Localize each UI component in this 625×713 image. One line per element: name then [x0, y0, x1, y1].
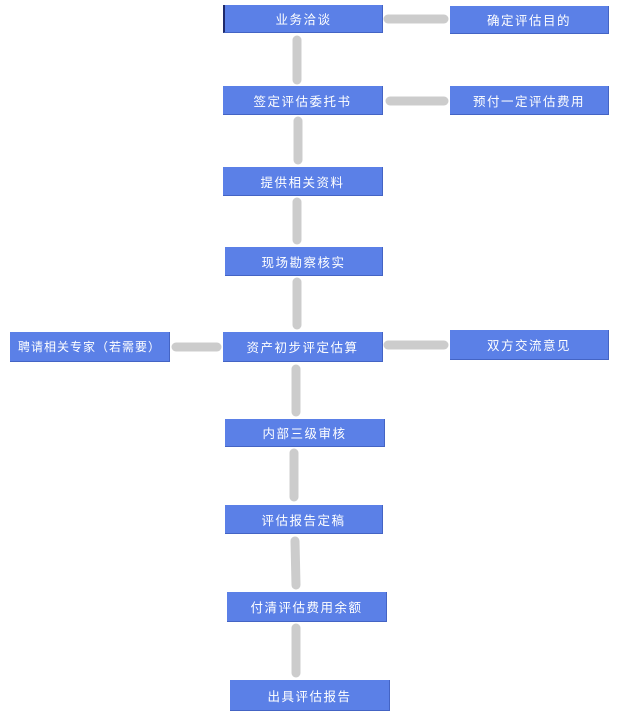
note-hire-experts: 聘请相关专家（若需要）	[10, 332, 170, 362]
step-preliminary-estimate: 资产初步评定估算	[223, 332, 383, 362]
note-prepay-fee: 预付一定评估费用	[450, 86, 609, 115]
step-issue-report: 出具评估报告	[230, 680, 390, 711]
step-provide-materials: 提供相关资料	[223, 167, 383, 196]
note-exchange-opinions: 双方交流意见	[450, 330, 609, 360]
step-internal-review: 内部三级审核	[225, 419, 385, 447]
step-sign-entrustment: 签定评估委托书	[223, 86, 383, 115]
step-pay-balance: 付清评估费用余额	[227, 592, 387, 622]
step-site-survey: 现场勘察核实	[225, 247, 383, 276]
note-determine-purpose: 确定评估目的	[450, 6, 609, 34]
connector-draft-balance	[290, 536, 301, 590]
step-business-negotiation: 业务洽谈	[223, 5, 383, 33]
step-finalize-report: 评估报告定稿	[225, 505, 383, 534]
